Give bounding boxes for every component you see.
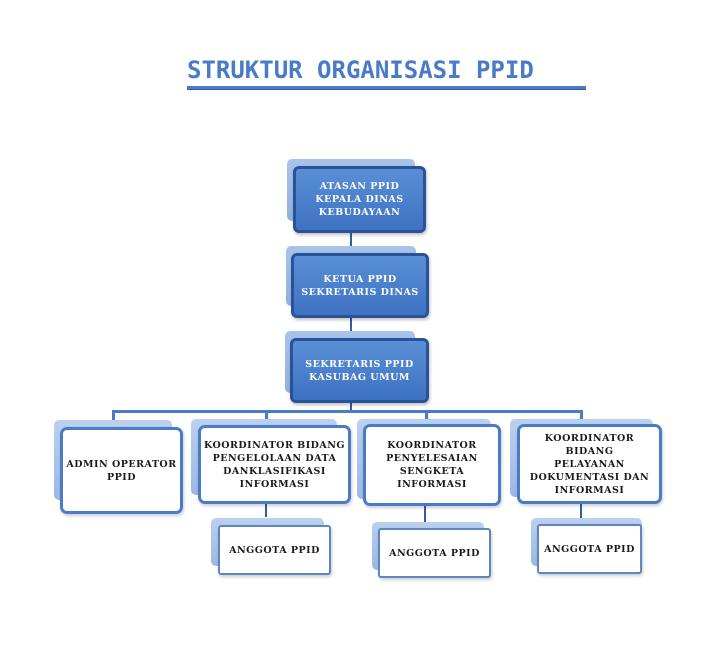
node-text-line: INFORMASI xyxy=(239,478,310,490)
node-ketua-ppid: KETUA PPID SEKRETARIS DINAS xyxy=(291,253,429,318)
node-text-line: KOORDINATOR xyxy=(387,440,477,451)
node-text-line: KEBUDAYAAN xyxy=(318,207,401,218)
node-text-line: ANGGOTA PPID xyxy=(389,547,480,559)
node-text-line: KASUBAG UMUM xyxy=(309,371,410,383)
node-text-line: ANGGOTA PPID xyxy=(544,543,635,555)
node-anggota-ppid-3: ANGGOTA PPID xyxy=(537,524,642,574)
node-text-line: KOORDINATOR BIDANG xyxy=(203,439,346,451)
node-text-line: PENGELOLAAN DATA xyxy=(212,452,337,464)
node-text-line: ANGGOTA PPID xyxy=(229,544,320,556)
node-anggota-ppid-2: ANGGOTA PPID xyxy=(378,528,491,578)
node-text-line: SENGKETA INFORMASI xyxy=(397,466,467,490)
node-koordinator-pengelolaan-data: KOORDINATOR BIDANG PENGELOLAAN DATA DANK… xyxy=(198,425,351,504)
node-text-line: PENYELESAIAN xyxy=(386,453,478,464)
node-anggota-ppid-1: ANGGOTA PPID xyxy=(218,525,331,575)
node-text-line: INFORMASI xyxy=(554,484,625,496)
node-text-line: DANKLASIFIKASI xyxy=(223,465,326,477)
node-text-line: SEKRETARIS PPID xyxy=(305,358,414,370)
connector-koord-pelayanan-anggota xyxy=(580,504,582,518)
connector-bus-admin xyxy=(112,410,115,422)
node-text-line: KETUA PPID xyxy=(323,273,397,285)
node-text-line: KOORDINATOR BIDANG xyxy=(544,432,635,457)
connector-horizontal-bus xyxy=(112,410,582,413)
node-text-line: PELAYANAN xyxy=(554,458,625,470)
connector-bus-koord-data xyxy=(265,410,268,426)
node-atasan-ppid: ATASAN PPID KEPALA DINAS KEBUDAYAAN xyxy=(293,166,426,233)
node-text-line: KEPALA DINAS xyxy=(315,194,404,205)
node-text-line: ATASAN PPID xyxy=(319,181,400,192)
connector-bus-koord-sengketa xyxy=(425,410,428,424)
node-koordinator-pelayanan: KOORDINATOR BIDANG PELAYANAN DOKUMENTASI… xyxy=(517,424,662,504)
node-text-line: SEKRETARIS DINAS xyxy=(301,286,419,298)
node-koordinator-sengketa: KOORDINATOR PENYELESAIAN SENGKETA INFORM… xyxy=(363,424,501,506)
node-admin-operator: ADMIN OPERATOR PPID xyxy=(60,427,183,514)
node-text-line: ADMIN OPERATOR xyxy=(66,458,177,470)
node-text-line: DOKUMENTASI DAN xyxy=(529,471,650,483)
node-text-line: PPID xyxy=(107,471,136,483)
connector-sekretaris-bus xyxy=(350,401,352,411)
title-underline xyxy=(187,86,586,90)
connector-bus-koord-pelayanan xyxy=(580,410,583,424)
connector-koord-data-anggota xyxy=(265,503,267,517)
node-sekretaris-ppid: SEKRETARIS PPID KASUBAG UMUM xyxy=(290,338,429,403)
connector-koord-sengketa-anggota xyxy=(424,506,426,522)
page-title: STRUKTUR ORGANISASI PPID xyxy=(187,56,534,84)
connector-ketua-sekretaris xyxy=(350,316,352,340)
connector-atasan-ketua xyxy=(350,231,352,255)
